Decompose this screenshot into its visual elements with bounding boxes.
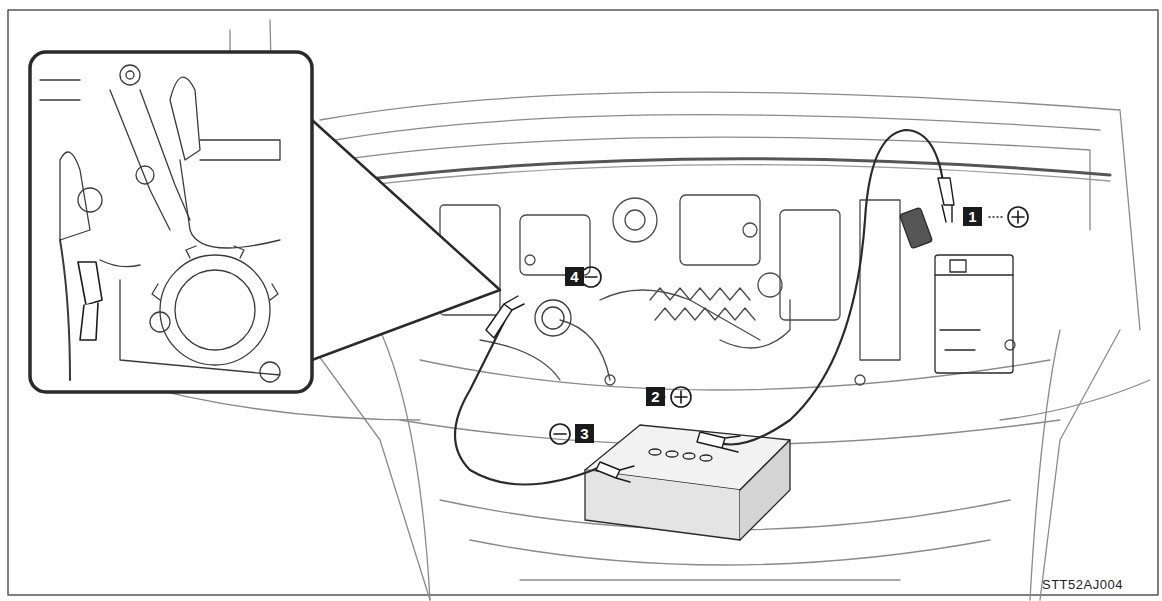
- booster-battery: [585, 425, 790, 540]
- callout-number: 2: [646, 387, 665, 406]
- oil-cap: [535, 300, 571, 336]
- plus-symbol: [671, 387, 691, 407]
- callout-number: 4: [565, 267, 584, 286]
- polarity-symbols: [550, 207, 1028, 444]
- engine-components: [440, 195, 1015, 385]
- callout-number: 3: [575, 424, 594, 443]
- callout-number: 1: [963, 207, 982, 226]
- cable-clamps: [486, 178, 954, 482]
- minus-symbol: [550, 424, 570, 444]
- jumper-cables: [455, 130, 945, 485]
- support-bar-edge: [360, 165, 1110, 186]
- leader-dots: [654, 217, 1002, 397]
- frame: [8, 10, 1158, 595]
- car-battery: [900, 207, 1013, 373]
- figure-code: STT52AJ004: [1042, 577, 1123, 592]
- minus-symbol: [581, 267, 601, 287]
- support-bar: [360, 159, 1110, 180]
- inset-detail: [30, 52, 500, 392]
- plus-symbol: [1008, 207, 1028, 227]
